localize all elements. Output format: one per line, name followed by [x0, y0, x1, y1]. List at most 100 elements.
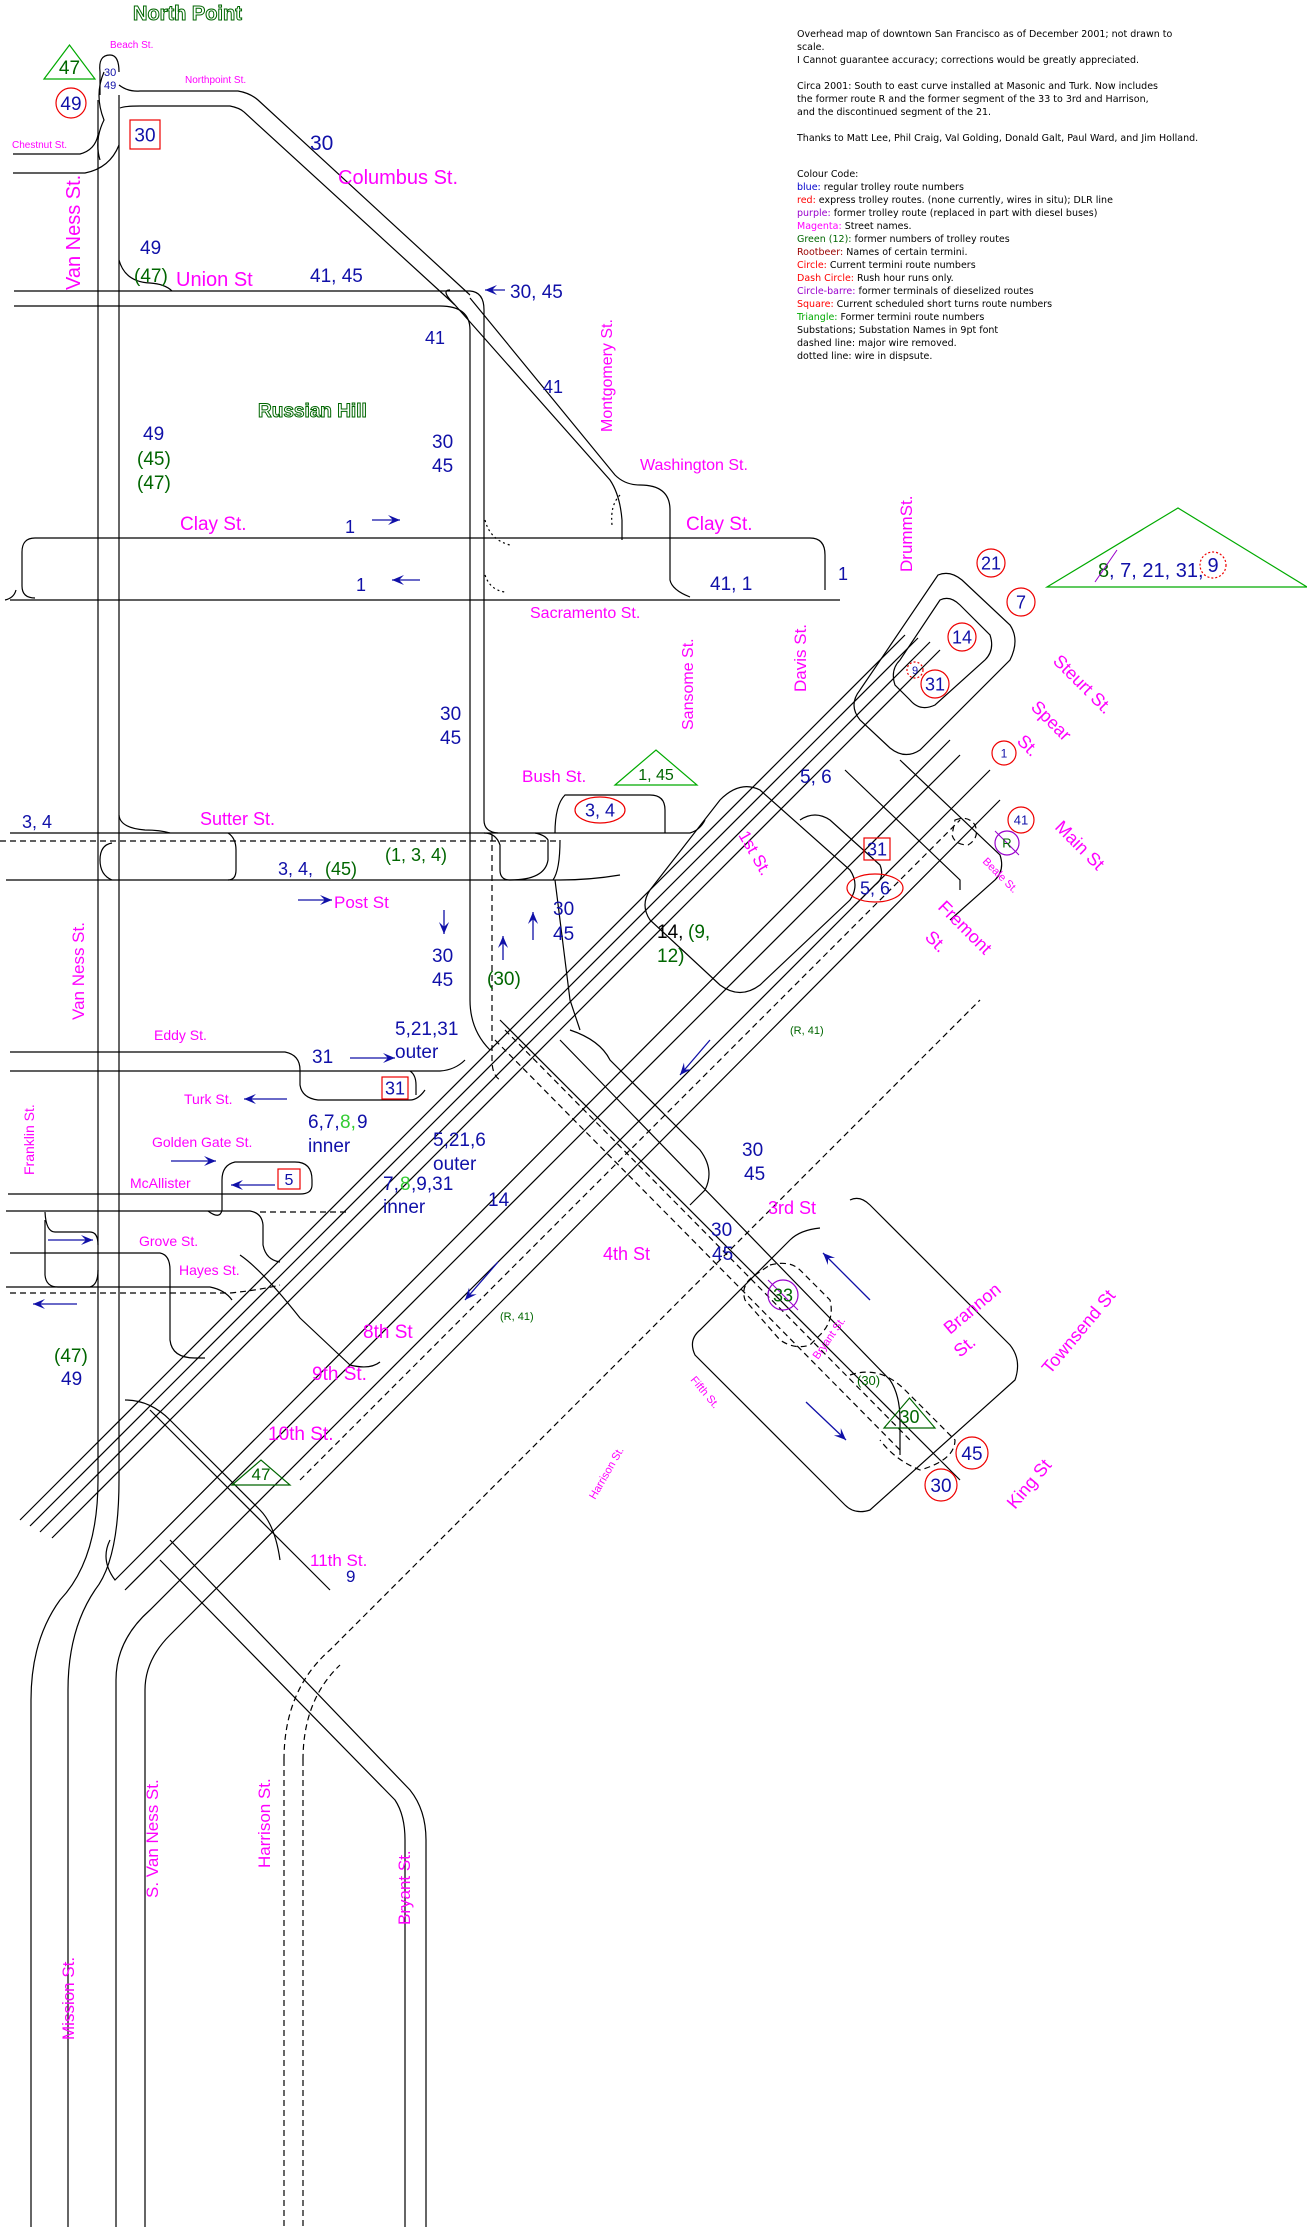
mission-wire: [124, 754, 961, 1591]
route-label: 14: [488, 1190, 510, 1211]
legend-item: Triangle: Former termini route numbers: [797, 311, 1297, 324]
arrowhead-icon: [465, 1287, 477, 1300]
route-label: 30, 45: [510, 282, 563, 303]
legend-item: purple: former trolley route (replaced i…: [797, 207, 1297, 220]
marker-label: 31: [925, 674, 945, 694]
arrowhead-icon: [438, 922, 450, 934]
short-turn-square: [277, 1168, 301, 1190]
route-label: 3, 4: [22, 812, 52, 832]
arrowhead-icon: [823, 1253, 836, 1266]
route-label: 30: [553, 899, 574, 920]
marker-label: 30: [134, 125, 155, 146]
terminus-circle: [55, 87, 87, 119]
route-label: 49: [140, 238, 161, 259]
note-line: Overhead map of downtown San Francisco a…: [797, 29, 1173, 40]
legend-text: regular trolley route numbers: [820, 182, 964, 193]
street-label: Main St: [1051, 817, 1108, 874]
street-label: DrummSt.: [897, 496, 916, 573]
street-label: Clay St.: [180, 514, 247, 535]
note-thanks: Thanks to Matt Lee, Phil Craig, Val Gold…: [797, 133, 1199, 144]
arrowhead-icon: [320, 894, 332, 906]
legend-item: blue: regular trolley route numbers: [797, 181, 1297, 194]
mcallister-wire: [6, 1210, 281, 1263]
harrison-wire-removed: [283, 1760, 304, 2227]
street-label: Fifth St.: [688, 1374, 722, 1411]
street-label: 8th St: [363, 1322, 413, 1343]
legend-text: former trolley route (replaced in part w…: [830, 208, 1098, 219]
terminus-circle: [1006, 587, 1036, 617]
former-terminus-triangle: [613, 749, 699, 786]
terminus-circle: [991, 740, 1017, 766]
route-label: (45): [325, 859, 357, 879]
legend-text: Street names.: [841, 221, 912, 232]
street-label: S. Van Ness St.: [143, 1779, 162, 1898]
columbus-wire: [445, 289, 691, 598]
street-label: Union St: [176, 269, 253, 291]
legend-item: Rootbeer: Names of certain termini.: [797, 246, 1297, 259]
columbus-wire: [454, 304, 623, 540]
street-label: 1st St.: [735, 828, 776, 879]
legend-item: Dash Circle: Rush hour runs only.: [797, 272, 1297, 285]
overhead-wire-lines: [0, 54, 1019, 2227]
legend-item: Green (12): former numbers of trolley ro…: [797, 233, 1297, 246]
legend-title: Colour Code:: [797, 169, 859, 180]
arrowhead-icon: [81, 1234, 93, 1246]
legend-key: red:: [797, 195, 816, 206]
howard-wire: [144, 799, 1001, 1691]
street-label: Beach St.: [110, 40, 153, 51]
terminus-circle: [920, 669, 950, 699]
marker-label: 31: [867, 839, 887, 859]
marker-label: 14: [952, 627, 972, 647]
terminus-label: Russian Hill: [258, 401, 367, 422]
route-label: 14,: [657, 922, 683, 943]
legend-key: Triangle:: [797, 312, 838, 323]
route-label: 49: [143, 424, 164, 445]
market-wire: [29, 637, 919, 1527]
legend-key: Green (12):: [797, 234, 852, 245]
route-label: 45: [744, 1164, 765, 1185]
fourth-street-wire-removed: [494, 1029, 911, 1451]
s-van-ness-wire: [115, 1680, 146, 2227]
former-terminus-triangle: [882, 1397, 937, 1429]
barre-line: [994, 830, 1020, 856]
northpoint-wire: [118, 84, 471, 296]
street-label: Harrison St.: [587, 1445, 626, 1501]
former-terminal-circle-barre: [767, 1279, 799, 1311]
legend-key: Square:: [797, 299, 834, 310]
arrowhead-icon: [392, 574, 404, 586]
arrowhead-icon: [231, 1179, 243, 1191]
barre-line: [1094, 549, 1118, 583]
route-label: 3, 4,: [278, 859, 313, 879]
route-label: 6,7,: [308, 1112, 340, 1133]
terminus-ellipse: [574, 796, 626, 824]
clay-loop-wire: [21, 537, 36, 599]
street-label: Bryant St.: [811, 1315, 849, 1361]
sacramento-wire: [4, 589, 17, 601]
legend-item: Square: Current scheduled short turns ro…: [797, 298, 1297, 311]
marker-label: 47: [252, 1465, 271, 1484]
arrowhead-icon: [485, 284, 497, 296]
short-turn-square: [381, 1076, 409, 1100]
legend-key: Circle:: [797, 260, 827, 271]
street-label: Franklin St.: [21, 1104, 37, 1175]
hayes-wire: [6, 1286, 233, 1301]
route-label: 41: [425, 328, 445, 348]
dotted-wire: [484, 494, 621, 593]
street-label: 9th St.: [312, 1364, 367, 1385]
marker-label: R: [1002, 836, 1011, 851]
legend-text: former terminals of dieselized routes: [855, 286, 1034, 297]
bryant-loop-removed: [743, 1262, 832, 1348]
howard-wire: [115, 769, 991, 1681]
legend-text: Names of certain termini.: [843, 247, 968, 258]
street-label: Montgomery St.: [599, 319, 616, 432]
route-label: 49: [61, 1369, 82, 1390]
legend-item: Circle-barre: former terminals of diesel…: [797, 285, 1297, 298]
map-notes-legend: Overhead map of downtown San Francisco a…: [797, 28, 1297, 363]
street-label: 4th St: [603, 1244, 650, 1264]
street-label: 11th St.: [310, 1551, 367, 1570]
market-wire: [51, 649, 941, 1539]
fremont-block-wire: [644, 786, 856, 994]
brannon-block-wire: [691, 1197, 1019, 1513]
marker-label: 41: [1014, 813, 1028, 828]
